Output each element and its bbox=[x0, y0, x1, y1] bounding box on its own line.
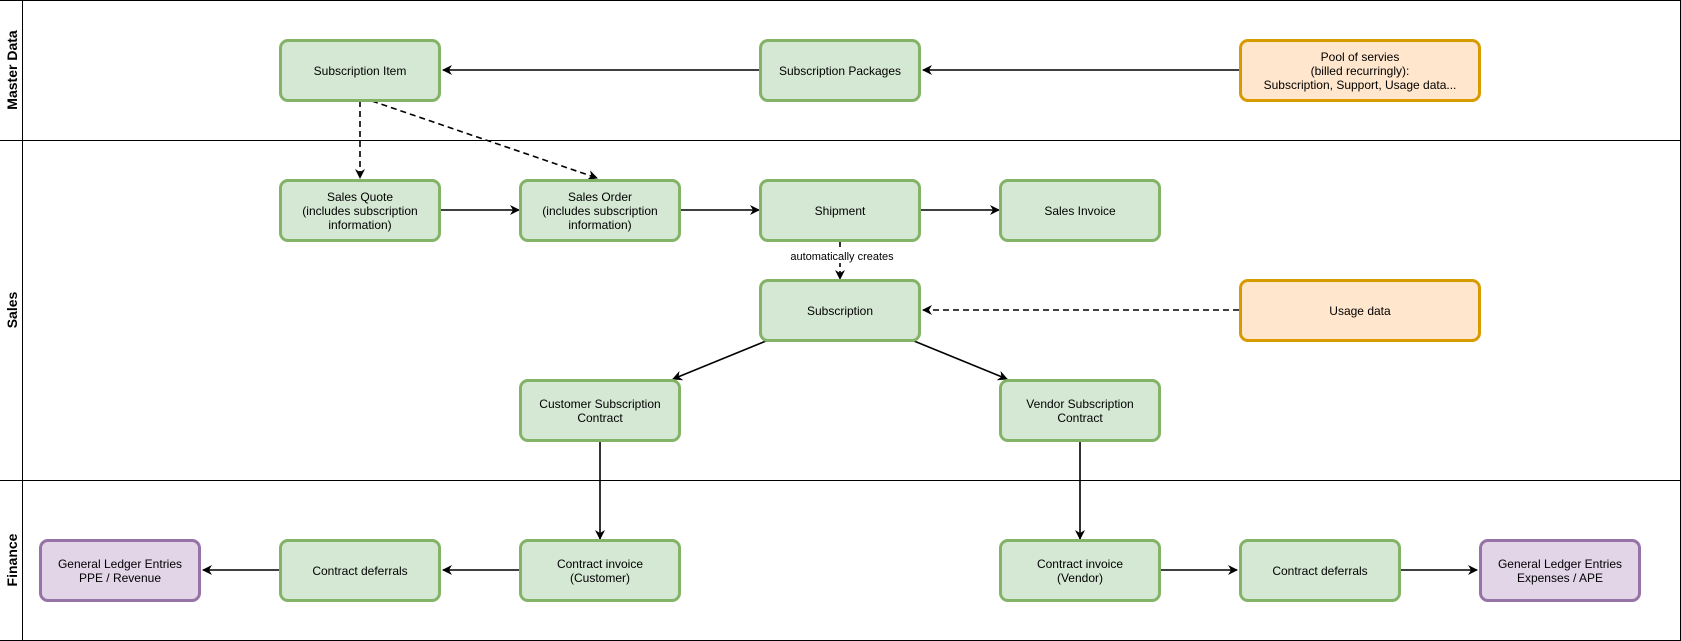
node-gl-entries-revenue[interactable]: General Ledger Entries PPE / Revenue bbox=[39, 539, 201, 602]
lane-divider-sales-finance bbox=[0, 480, 1681, 481]
node-contract-invoice-customer[interactable]: Contract invoice (Customer) bbox=[519, 539, 681, 602]
node-contract-invoice-vendor[interactable]: Contract invoice (Vendor) bbox=[999, 539, 1161, 602]
edge-label-automatically-creates: automatically creates bbox=[789, 251, 895, 263]
node-pool-of-services[interactable]: Pool of servies (billed recurringly): Su… bbox=[1239, 39, 1481, 102]
edge-subscription-to-vendor-contract bbox=[913, 340, 1008, 381]
node-sales-invoice[interactable]: Sales Invoice bbox=[999, 179, 1161, 242]
lane-divider-master-sales bbox=[0, 140, 1681, 141]
edge-subscription-to-customer-contract bbox=[672, 340, 767, 381]
node-subscription-item[interactable]: Subscription Item bbox=[279, 39, 441, 102]
node-sales-order[interactable]: Sales Order (includes subscription infor… bbox=[519, 179, 681, 242]
node-customer-subscription-contract[interactable]: Customer Subscription Contract bbox=[519, 379, 681, 442]
node-contract-deferrals-vendor[interactable]: Contract deferrals bbox=[1239, 539, 1401, 602]
node-shipment[interactable]: Shipment bbox=[759, 179, 921, 242]
node-gl-entries-expenses[interactable]: General Ledger Entries Expenses / APE bbox=[1479, 539, 1641, 602]
lane-header-finance bbox=[0, 481, 23, 641]
lane-top-border bbox=[0, 0, 1681, 1]
node-subscription[interactable]: Subscription bbox=[759, 279, 921, 342]
lane-header-master bbox=[0, 0, 23, 141]
node-usage-data[interactable]: Usage data bbox=[1239, 279, 1481, 342]
edge-item-to-order bbox=[371, 100, 598, 180]
lane-header-sales bbox=[0, 141, 23, 481]
node-sales-quote[interactable]: Sales Quote (includes subscription infor… bbox=[279, 179, 441, 242]
node-contract-deferrals-customer[interactable]: Contract deferrals bbox=[279, 539, 441, 602]
node-vendor-subscription-contract[interactable]: Vendor Subscription Contract bbox=[999, 379, 1161, 442]
node-subscription-packages[interactable]: Subscription Packages bbox=[759, 39, 921, 102]
